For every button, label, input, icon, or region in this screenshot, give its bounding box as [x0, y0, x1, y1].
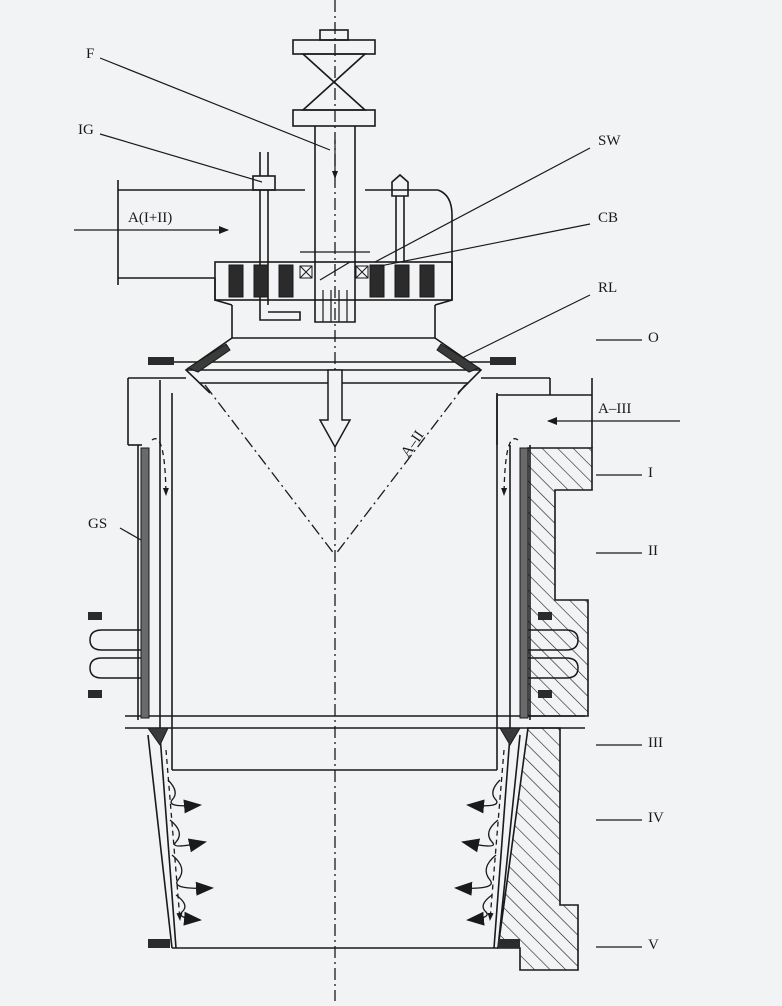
level-label-iv: IV [648, 810, 664, 826]
fuel-valve [292, 29, 376, 127]
flange-caps [88, 357, 552, 948]
label-fuel: F [86, 46, 94, 62]
label-cb: CB [598, 210, 618, 226]
level-label-o: O [648, 330, 659, 346]
label-rl: RL [598, 280, 617, 296]
annulus-flow-arrows [151, 438, 519, 921]
level-label-ii: II [648, 543, 658, 559]
swirler-block [214, 261, 453, 301]
cooling-coils [89, 629, 579, 679]
level-label-i: I [648, 465, 653, 481]
wavy-flow-arrows [167, 779, 501, 926]
cone-wedges [147, 343, 521, 746]
leader-lines [74, 57, 680, 541]
label-air-ii: A–II [398, 428, 427, 460]
level-label-v: V [648, 937, 659, 953]
main-flow-arrow [318, 369, 352, 449]
label-swirler: SW [598, 133, 621, 149]
gas-sleeve-left [140, 447, 150, 719]
label-gas-sleeve: GS [88, 516, 107, 532]
label-air-i-ii: A(I+II) [128, 210, 172, 226]
air-iii-duct [496, 378, 593, 448]
flame-cone-lines [204, 0, 466, 1001]
gas-sleeve-right [519, 447, 529, 719]
label-air-iii: A–III [598, 401, 631, 417]
level-marks [596, 339, 642, 948]
label-igniter: IG [78, 122, 94, 138]
refractory-wall [497, 447, 593, 971]
level-label-iii: III [648, 735, 663, 751]
swirler-vanes [228, 264, 435, 298]
lower-liner [147, 734, 521, 949]
